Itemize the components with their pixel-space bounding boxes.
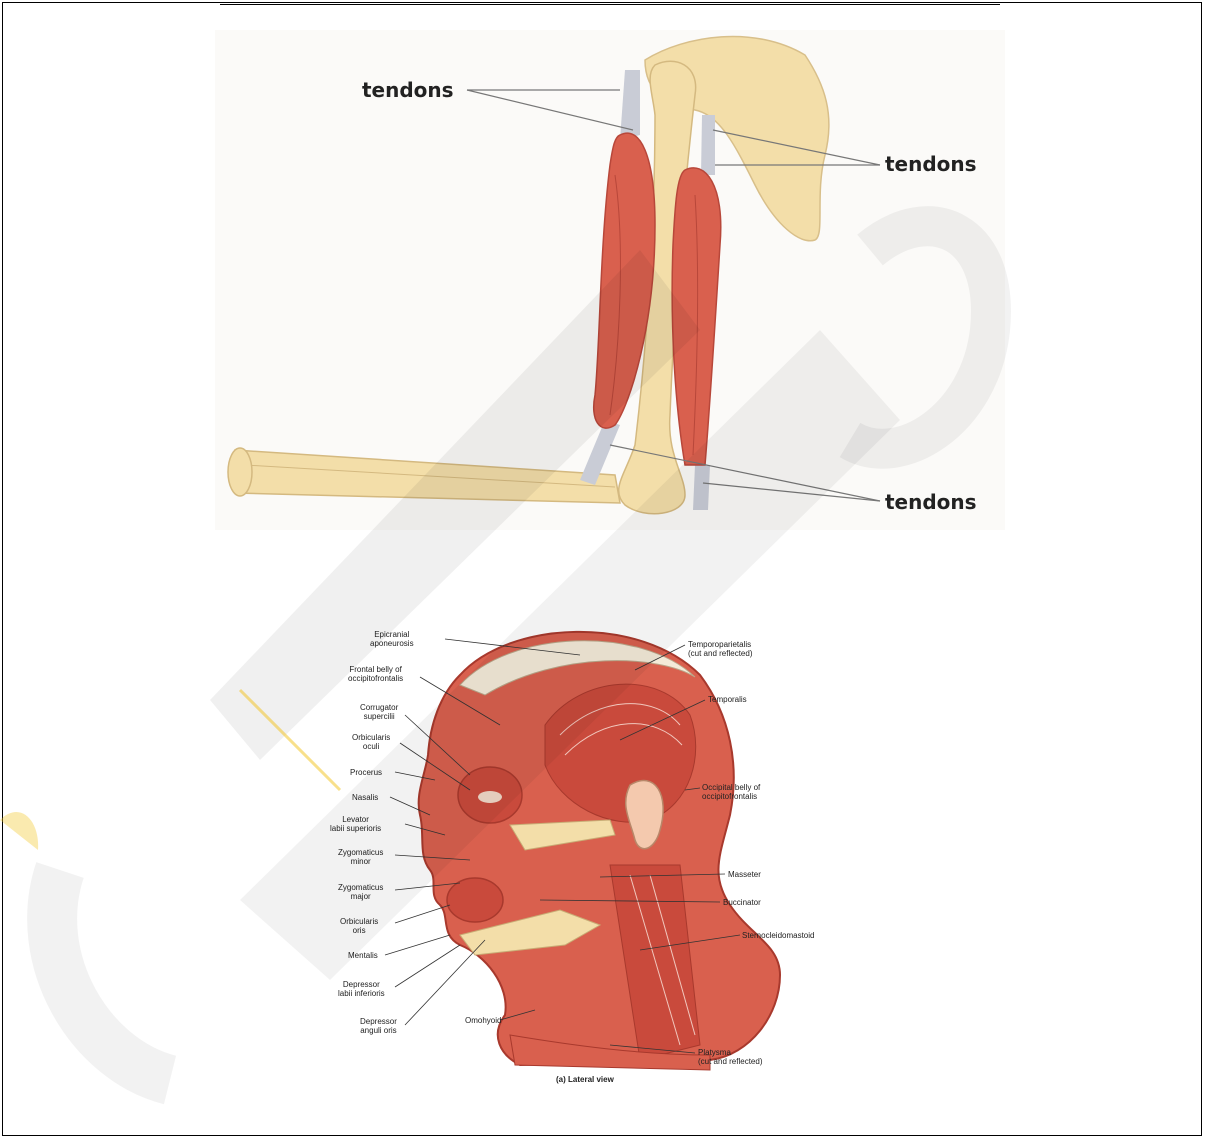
label-temporalis: Temporalis <box>708 695 747 704</box>
tendons-label-top-left: tendons <box>362 78 454 102</box>
label-orbicularis-oris: Orbicularis oris <box>340 917 378 935</box>
label-levator-labii-superioris: Levator labii superioris <box>330 815 381 833</box>
tendons-label-right-lower: tendons <box>885 490 977 514</box>
label-epicranial-aponeurosis: Epicranial aponeurosis <box>370 630 414 648</box>
head-muscle-illustration: Epicranial aponeurosis Frontal belly of … <box>310 615 850 1100</box>
label-corrugator-supercilii: Corrugator supercilii <box>360 703 398 721</box>
label-zygomaticus-major: Zygomaticus major <box>338 883 383 901</box>
label-frontal-belly: Frontal belly of occipitofrontalis <box>348 665 403 683</box>
label-procerus: Procerus <box>350 768 382 777</box>
arm-drawing <box>215 25 1005 545</box>
label-masseter: Masseter <box>728 870 761 879</box>
head-figure-caption: (a) Lateral view <box>556 1075 614 1084</box>
label-buccinator: Buccinator <box>723 898 761 907</box>
top-rule <box>220 4 1000 5</box>
label-zygomaticus-minor: Zygomaticus minor <box>338 848 383 866</box>
label-depressor-labii-inferioris: Depressor labii inferioris <box>338 980 385 998</box>
label-depressor-anguli-oris: Depressor anguli oris <box>360 1017 397 1035</box>
label-temporoparietalis: Temporoparietalis (cut and reflected) <box>688 640 752 658</box>
label-occipital-belly: Occipital belly of occipitofrontalis <box>702 783 760 801</box>
label-mentalis: Mentalis <box>348 951 378 960</box>
arm-muscle-illustration: tendons tendons tendons <box>215 25 1005 545</box>
label-platysma: Platysma (cut and reflected) <box>698 1048 762 1066</box>
label-orbicularis-oculi: Orbicularis oculi <box>352 733 390 751</box>
label-omohyoid: Omohyoid <box>465 1016 501 1025</box>
tendons-label-right-upper: tendons <box>885 152 977 176</box>
label-sternocleidomastoid: Sternocleidomastoid <box>742 931 814 940</box>
label-nasalis: Nasalis <box>352 793 378 802</box>
